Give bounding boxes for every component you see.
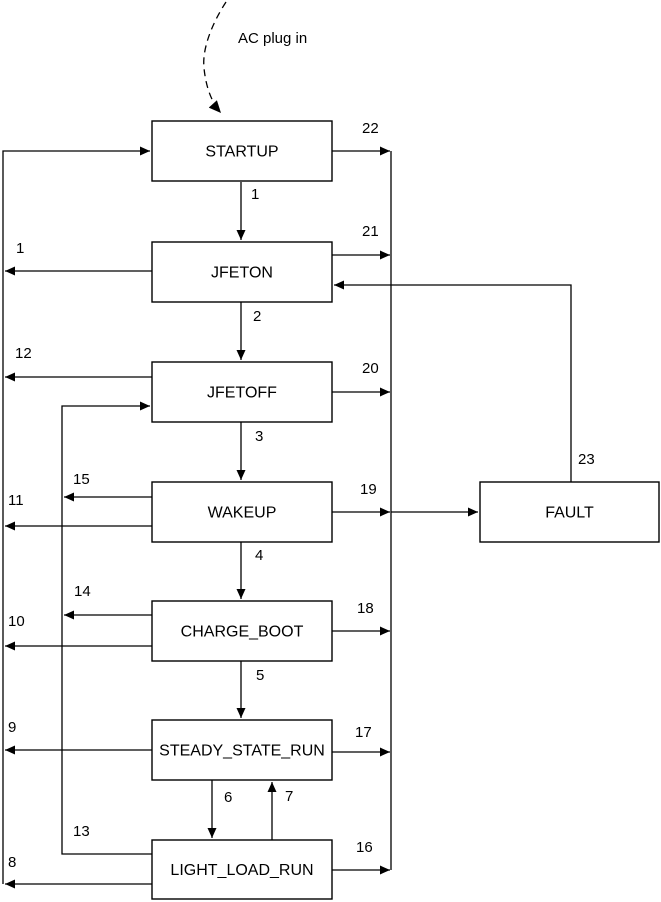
transition-23-label: 23 xyxy=(578,451,595,468)
nodes-layer: STARTUP JFETON JFETOFF WAKEUP CHARGE_BOOT STE… xyxy=(151,120,660,900)
transition-17-label: 17 xyxy=(355,724,372,741)
state-node-fault xyxy=(479,481,660,543)
transition-13-line xyxy=(61,401,152,855)
transition-1-label: 1 xyxy=(16,240,24,257)
state-label-jfeton: JFETON xyxy=(211,265,273,282)
state-label-fault: FAULT xyxy=(545,505,594,522)
transition-13-label: 13 xyxy=(73,823,90,840)
transition-2-label: 2 xyxy=(253,308,261,325)
transition-3-label: 3 xyxy=(255,428,263,445)
state-node-startup xyxy=(151,120,333,182)
state-label-jfetoff: JFETOFF xyxy=(207,385,277,402)
transition-22-label: 22 xyxy=(362,120,379,137)
state-node-light_load_run xyxy=(151,839,333,900)
transition-5-label: 5 xyxy=(256,667,264,684)
transition-19-label: 19 xyxy=(360,481,377,498)
transition-7-label: 7 xyxy=(285,788,293,805)
state-node-charge_boot xyxy=(151,600,333,662)
edges-layer xyxy=(2,1,572,889)
transition-18-label: 18 xyxy=(357,600,374,617)
transition-restart-bus-line-line xyxy=(2,146,150,884)
transition-9-label: 9 xyxy=(8,719,16,736)
state-label-charge_boot: CHARGE_BOOT xyxy=(181,624,304,641)
transition-15-label: 15 xyxy=(73,471,90,488)
transition-20-label: 20 xyxy=(362,360,379,377)
transition-21-label: 21 xyxy=(362,223,379,240)
transition-16-label: 16 xyxy=(356,839,373,856)
state-label-light_load_run: LIGHT_LOAD_RUN xyxy=(170,862,313,879)
transition-11-label: 11 xyxy=(8,492,24,509)
transition-8-label: 8 xyxy=(8,854,16,871)
transition-14-label: 14 xyxy=(74,583,91,600)
state-label-startup: STARTUP xyxy=(205,144,278,161)
ac-plug-in-label: AC plug in xyxy=(238,30,307,47)
state-label-wakeup: WAKEUP xyxy=(208,505,277,522)
transition-1-label: 1 xyxy=(251,186,259,203)
state-node-steady_state_run xyxy=(151,719,333,781)
state-node-jfeton xyxy=(151,241,333,303)
transition-4-label: 4 xyxy=(255,547,263,564)
ac-plug-in-arrow xyxy=(203,1,227,114)
state-node-wakeup xyxy=(151,481,333,543)
transition-10-label: 10 xyxy=(8,613,25,630)
state-label-steady_state_run: STEADY_STATE_RUN xyxy=(159,743,325,760)
transition-23-line xyxy=(334,280,572,482)
state-node-jfetoff xyxy=(151,361,333,423)
transition-6-label: 6 xyxy=(224,789,232,806)
transition-12-label: 12 xyxy=(15,345,32,362)
